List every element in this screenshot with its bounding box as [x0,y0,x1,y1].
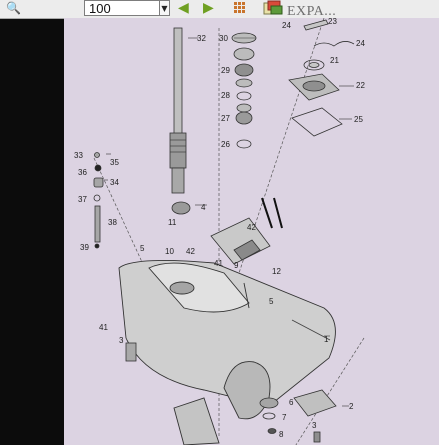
export-icon[interactable] [262,0,284,16]
arrow-left-icon[interactable]: ◀ [178,0,189,16]
callout-7: 7 [282,413,287,422]
upper-right-parts [288,19,355,137]
callout-5: 5 [140,244,145,253]
callout-6: 6 [289,398,294,407]
callout-4: 4 [201,203,206,212]
callout-3b: 3 [312,421,317,430]
callout-35: 35 [110,158,119,167]
callout-34: 34 [110,178,119,187]
exploded-view-drawing: 32 30 29 28 27 26 24 23 24 21 22 25 33 3… [74,18,365,445]
callout-22: 22 [356,81,365,90]
left-small-parts [93,152,104,249]
callout-labels: 32 30 29 28 27 26 24 23 24 21 22 25 33 3… [74,18,365,439]
callout-1: 1 [324,335,329,344]
callout-5b: 5 [269,297,274,306]
callout-42: 42 [247,223,256,232]
arrow-right-icon[interactable]: ▶ [203,0,214,16]
callout-36: 36 [78,168,87,177]
callout-27: 27 [221,114,230,123]
callout-2: 2 [349,402,354,411]
lower-right-parts [125,342,337,443]
callout-32: 32 [197,34,206,43]
callout-23: 23 [328,18,337,26]
callout-21: 21 [330,56,339,65]
callout-10: 10 [165,247,174,256]
callout-40b: 41 [99,323,108,332]
callout-11: 11 [168,218,177,227]
callout-9: 9 [234,261,239,270]
export-label[interactable]: EXPA... [287,4,337,19]
callout-24b: 24 [356,39,365,48]
zoom-input[interactable]: 100 [84,0,160,16]
callout-3: 3 [119,336,124,345]
callout-33: 33 [74,151,83,160]
callout-8: 8 [279,430,284,439]
parts-diagram: 32 30 29 28 27 26 24 23 24 21 22 25 33 3… [64,18,439,445]
callout-25: 25 [354,115,363,124]
callout-29: 29 [221,66,230,75]
callout-28: 28 [221,91,230,100]
grid-icon[interactable] [233,1,247,15]
screen-bezel [0,0,64,445]
cover-plates [210,197,283,265]
callout-30: 30 [219,34,228,43]
gear-housing [118,259,336,445]
drive-shaft [169,27,187,194]
callout-38: 38 [108,218,117,227]
callout-24: 24 [282,21,291,30]
callout-41: 42 [186,247,195,256]
viewer-toolbar: 🔍 100 ▼ ◀ ▶ EXPA... [0,0,439,19]
callout-39: 39 [80,243,89,252]
zoom-dropdown-button[interactable]: ▼ [160,0,170,16]
callout-26: 26 [221,140,230,149]
bearing-stack [171,32,257,215]
magnifier-icon[interactable]: 🔍 [6,1,21,15]
callout-37: 37 [78,195,87,204]
callout-40: 41 [214,259,223,268]
callout-12: 12 [272,267,281,276]
leader-lines [104,37,354,407]
